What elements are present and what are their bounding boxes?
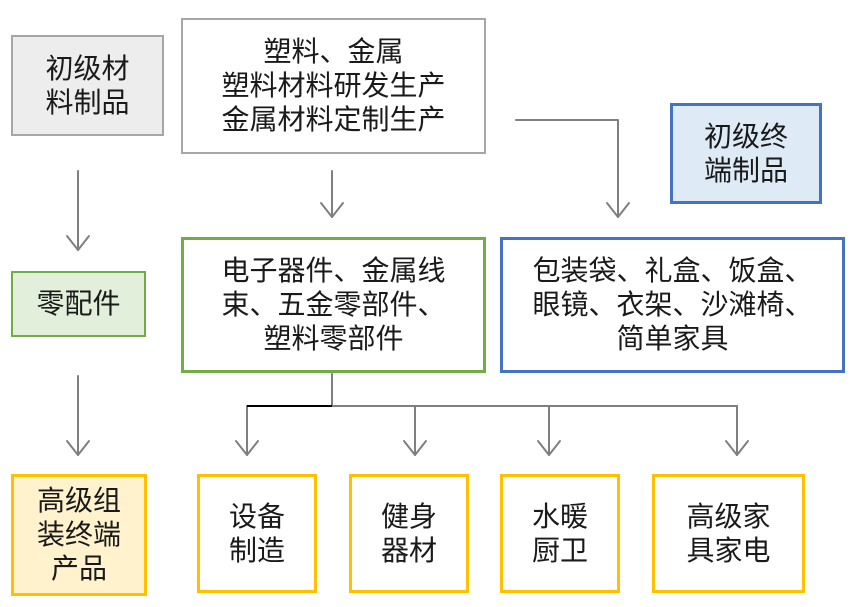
legend-primary-materials-line-2: 料制品 [45,85,130,119]
legend-primary-end-products: 初级终 端制品 [670,103,822,204]
legend-advanced-products-line-2: 装终端 [36,518,121,551]
legend-advanced-products-line-1: 高级组 [36,484,121,517]
arrow-to-plumbing-head [537,440,561,456]
node-materials-line-1: 塑料、金属 [263,35,404,68]
node-end-goods-line-1: 包装袋、礼盒、饭盒、 [532,254,813,287]
legend-components-label: 零配件 [36,287,121,320]
node-plumbing-line-2: 厨卫 [531,533,588,567]
node-materials-line-3: 金属材料定制生产 [221,103,446,136]
node-materials-line-2: 塑料材料研发生产 [221,69,446,102]
node-parts-line-1: 电子器件、金属线 [221,254,446,287]
arrow-to-equipment-head [235,440,259,456]
legend-components: 零配件 [11,271,146,337]
arrow-materials-to-end-goods-shaft [515,119,619,218]
node-parts: 电子器件、金属线 束、五金零部件、 塑料零部件 [181,237,486,373]
arrow-materials-to-end-goods-head [606,202,630,218]
node-end-goods-line-2: 眼镜、衣架、沙滩椅、 [532,288,813,321]
legend-primary-materials-line-1: 初级材 [45,51,130,85]
node-plumbing-line-1: 水暖 [531,499,588,533]
arrow-materials-to-parts-head [320,202,344,218]
legend-primary-end-products-line-2: 端制品 [703,153,788,187]
arrow-to-fitness-head [403,440,427,456]
arrow-legend-1-head [66,235,90,251]
node-appliances-line-2: 具家电 [686,533,771,567]
node-equipment: 设备 制造 [197,474,317,593]
node-parts-line-2: 束、五金零部件、 [221,288,446,321]
node-equipment-line-1: 设备 [228,499,285,533]
node-equipment-line-2: 制造 [228,533,285,567]
legend-advanced-products: 高级组 装终端 产品 [11,474,147,596]
node-appliances: 高级家 具家电 [652,474,805,593]
node-fitness-line-2: 器材 [380,533,437,567]
arrow-legend-2-head [66,440,90,456]
node-parts-line-3: 塑料零部件 [263,322,404,355]
node-plumbing: 水暖 厨卫 [500,474,620,593]
node-end-goods-line-3: 简单家具 [616,322,729,355]
legend-primary-end-products-line-1: 初级终 [703,119,788,153]
node-fitness: 健身 器材 [349,474,469,593]
node-fitness-line-1: 健身 [380,499,437,533]
node-end-goods: 包装袋、礼盒、饭盒、 眼镜、衣架、沙滩椅、 简单家具 [500,237,845,373]
legend-advanced-products-line-3: 产品 [50,552,107,585]
node-materials: 塑料、金属 塑料材料研发生产 金属材料定制生产 [181,18,486,154]
arrow-to-appliances-head [725,440,749,456]
node-appliances-line-1: 高级家 [686,499,771,533]
legend-primary-materials: 初级材 料制品 [11,35,164,136]
